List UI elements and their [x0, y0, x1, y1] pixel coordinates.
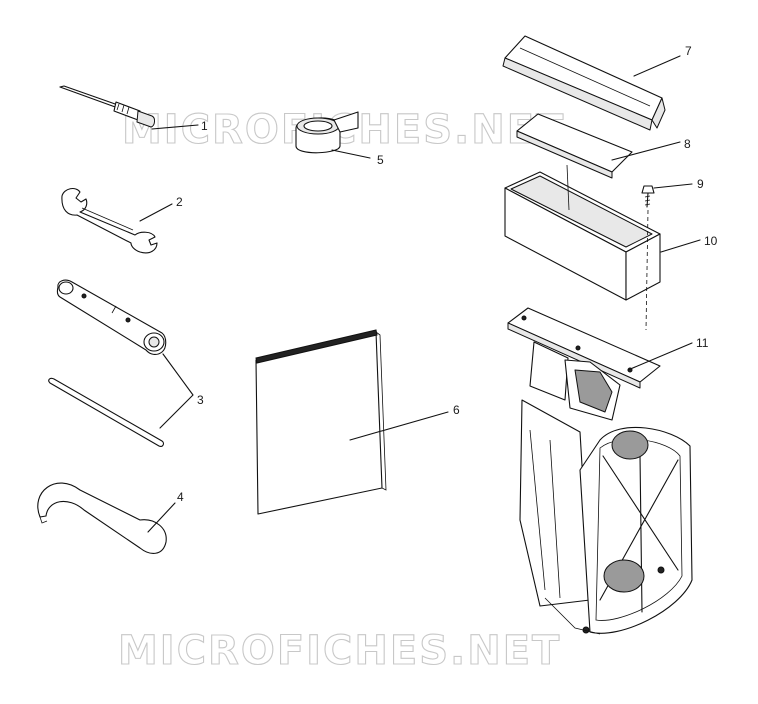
callout-1: 1 — [201, 119, 208, 133]
callout-3: 3 — [197, 393, 204, 407]
spanner-wrench — [37, 482, 167, 554]
foam-pad — [516, 113, 633, 179]
callout-5: 5 — [377, 153, 384, 167]
leader-lines — [139, 55, 701, 533]
tommy-bar — [48, 377, 164, 447]
air-box-housing — [507, 307, 693, 635]
callout-6: 6 — [453, 403, 460, 417]
screw — [641, 185, 655, 208]
callouts: 1 2 3 4 5 6 7 8 9 10 11 — [176, 44, 718, 504]
callout-11: 11 — [696, 336, 709, 350]
callout-8: 8 — [684, 137, 691, 151]
callout-7: 7 — [685, 44, 692, 58]
callout-4: 4 — [177, 490, 184, 504]
screwdriver — [59, 85, 155, 128]
callout-10: 10 — [704, 234, 718, 248]
tape-roll — [295, 111, 359, 154]
watermark-bottom: MICROFICHES.NET — [118, 628, 561, 674]
callout-9: 9 — [697, 177, 704, 191]
owners-manual — [255, 329, 387, 515]
wrench — [61, 187, 158, 254]
tool-box — [504, 164, 661, 301]
spark-plug-socket — [56, 279, 167, 355]
box-lid — [502, 35, 666, 131]
callout-2: 2 — [176, 195, 183, 209]
